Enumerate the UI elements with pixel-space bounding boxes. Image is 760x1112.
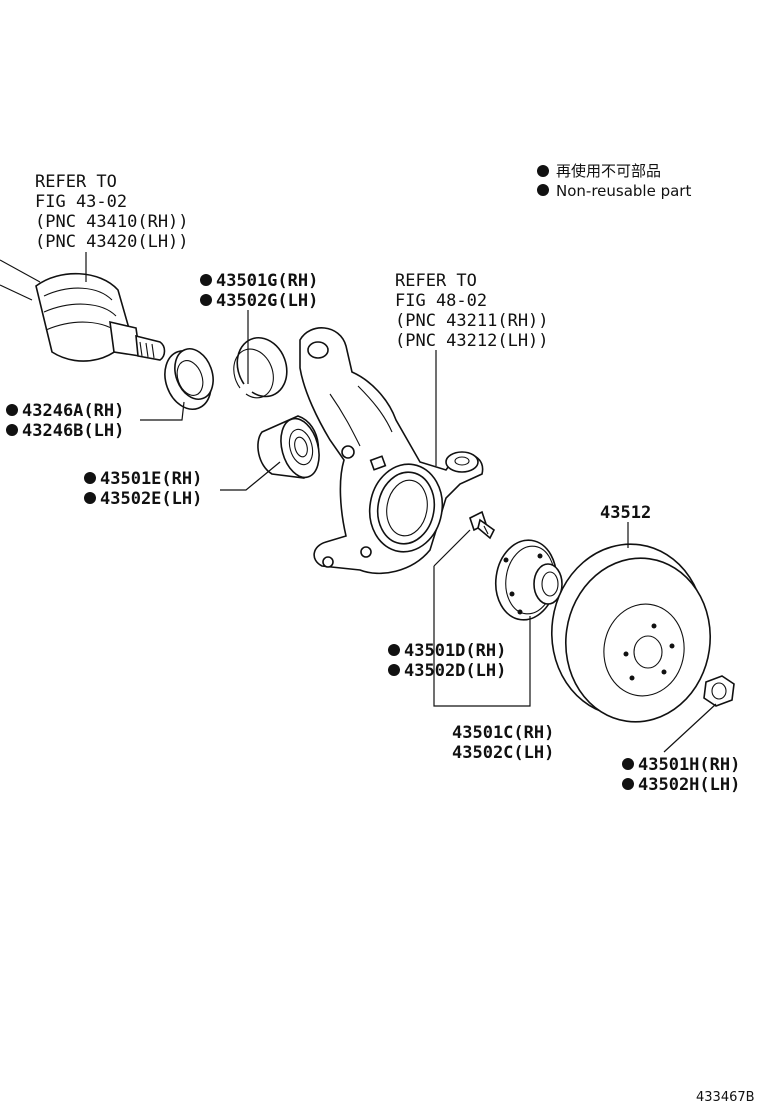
- non-reusable-bullet: [6, 424, 18, 436]
- knuckle-reference-callout: REFER TO FIG 48-02 (PNC 43211(RH)) (PNC …: [395, 271, 549, 351]
- non-reusable-bullet: [200, 294, 212, 306]
- seal-callout: 43246A(RH) 43246B(LH): [6, 401, 124, 441]
- hub-bolt-drawing: [469, 510, 496, 540]
- part-number-lh: 43502C(LH): [452, 743, 554, 763]
- part-number-rh: 43501C(RH): [452, 723, 554, 743]
- part-number-lh: 43502H(LH): [638, 775, 740, 795]
- lock-nut-drawing: [703, 675, 735, 707]
- part-number-lh: 43502G(LH): [216, 291, 318, 311]
- steering-knuckle-drawing: [299, 327, 484, 575]
- non-reusable-bullet: [622, 778, 634, 790]
- ref-line: (PNC 43410(RH)): [35, 212, 189, 232]
- drive-shaft-drawing: [0, 259, 166, 362]
- part-number-rh: 43501D(RH): [404, 641, 506, 661]
- non-reusable-bullet: [388, 664, 400, 676]
- non-reusable-bullet: [200, 274, 212, 286]
- non-reusable-bullet: [622, 758, 634, 770]
- figure-code: 433467B: [696, 1090, 755, 1105]
- bearing-callout: 43501E(RH) 43502E(LH): [84, 469, 202, 509]
- ref-line: REFER TO: [395, 271, 477, 291]
- legend-japanese: 再使用不可部品: [556, 162, 661, 180]
- ref-line: (PNC 43212(LH)): [395, 331, 549, 351]
- driveshaft-reference-callout: REFER TO FIG 43-02 (PNC 43410(RH)) (PNC …: [35, 172, 189, 252]
- brake-disc-drawing: [550, 543, 712, 723]
- snap-ring-drawing: [233, 337, 288, 399]
- snap-ring-callout: 43501G(RH) 43502G(LH): [200, 271, 318, 311]
- non-reusable-bullet: [388, 644, 400, 656]
- ref-line: FIG 43-02: [35, 192, 127, 212]
- bearing-drawing: [257, 415, 320, 479]
- ref-line: REFER TO: [35, 172, 117, 192]
- legend-bullet-en: [537, 184, 549, 196]
- legend-bullet-jp: [537, 165, 549, 177]
- legend: 再使用不可部品 Non-reusable part: [537, 162, 691, 200]
- disc-callout: 43512: [600, 503, 651, 523]
- nut-callout: 43501H(RH) 43502H(LH): [622, 755, 740, 795]
- part-number-rh: 43501G(RH): [216, 271, 318, 291]
- part-number-rh: 43246A(RH): [22, 401, 124, 421]
- non-reusable-bullet: [6, 404, 18, 416]
- non-reusable-bullet: [84, 472, 96, 484]
- hub-callout: 43501C(RH) 43502C(LH): [452, 723, 554, 763]
- legend-english: Non-reusable part: [556, 182, 691, 200]
- part-number-lh: 43502E(LH): [100, 489, 202, 509]
- part-number-lh: 43502D(LH): [404, 661, 506, 681]
- part-number: 43512: [600, 503, 651, 523]
- axle-hub-drawing: [494, 539, 563, 621]
- dust-seal-drawing: [164, 348, 214, 410]
- hub-bolt-callout: 43501D(RH) 43502D(LH): [388, 641, 506, 681]
- ref-line: (PNC 43420(LH)): [35, 232, 189, 252]
- non-reusable-bullet: [84, 492, 96, 504]
- ref-line: (PNC 43211(RH)): [395, 311, 549, 331]
- leader-lines: [85, 252, 717, 753]
- part-number-lh: 43246B(LH): [22, 421, 124, 441]
- part-number-rh: 43501H(RH): [638, 755, 740, 775]
- ref-line: FIG 48-02: [395, 291, 487, 311]
- part-number-rh: 43501E(RH): [100, 469, 202, 489]
